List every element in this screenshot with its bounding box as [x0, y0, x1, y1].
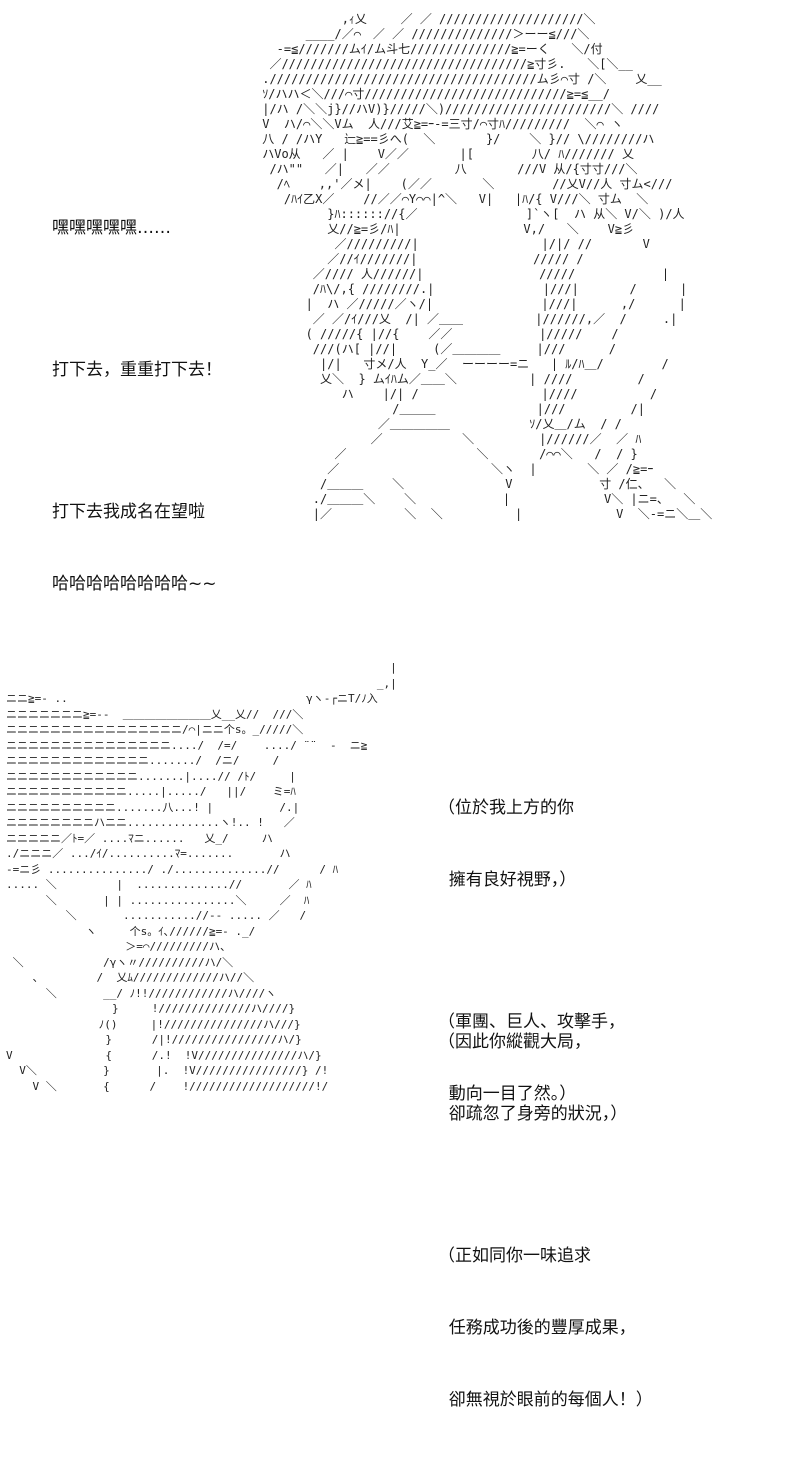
dialog-line-haha: 哈哈哈哈哈哈哈哈~~ [52, 574, 217, 594]
dialog-line: 卻無視於眼前的每個人！） [438, 1390, 653, 1410]
dialog-line-strike: 打下去，重重打下去！ [52, 360, 222, 380]
ascii-art-figure-top: ,ｨ乂 ／ ／ ////////////////////＼ ____/／⌒ ／ … [262, 12, 713, 521]
dialog-line-laugh: 嘿嘿嘿嘿嘿…… [52, 218, 171, 238]
top-dialog: 嘿嘿嘿嘿嘿…… 打下去，重重打下去！ 打下去我成名在望啦 哈哈哈哈哈哈哈哈~~ [52, 168, 222, 644]
ascii-art-figure-bottom: | _,| ニニ≧=- .. γヽ-┌ニT/ﾉ入 ニニニニニニニ≧=-- ＿＿＿… [6, 661, 397, 1093]
dialog-line: 動向一目了然。） [438, 1084, 577, 1104]
dialog-line-fame: 打下去我成名在望啦 [52, 502, 205, 522]
dialog-line: （軍團、巨人、攻擊手， [438, 1012, 625, 1032]
bottom-dialog-1: （位於我上方的你 擁有良好視野，） （軍團、巨人、攻擊手， 動向一目了然。） [438, 748, 625, 1154]
dialog-line: 任務成功後的豐厚成果， [438, 1318, 636, 1338]
dialog-line: 擁有良好視野，） [438, 870, 577, 890]
dialog-line: （因此你縱觀大局， [438, 1032, 591, 1052]
bottom-dialog-2: （因此你縱觀大局， 卻疏忽了身旁的狀況，） （正如同你一味追求 任務成功後的豐厚… [438, 982, 653, 1460]
dialog-line: （正如同你一味追求 [438, 1246, 591, 1266]
dialog-line: （位於我上方的你 [438, 798, 574, 818]
dialog-line: 卻疏忽了身旁的狀況，） [438, 1104, 628, 1124]
